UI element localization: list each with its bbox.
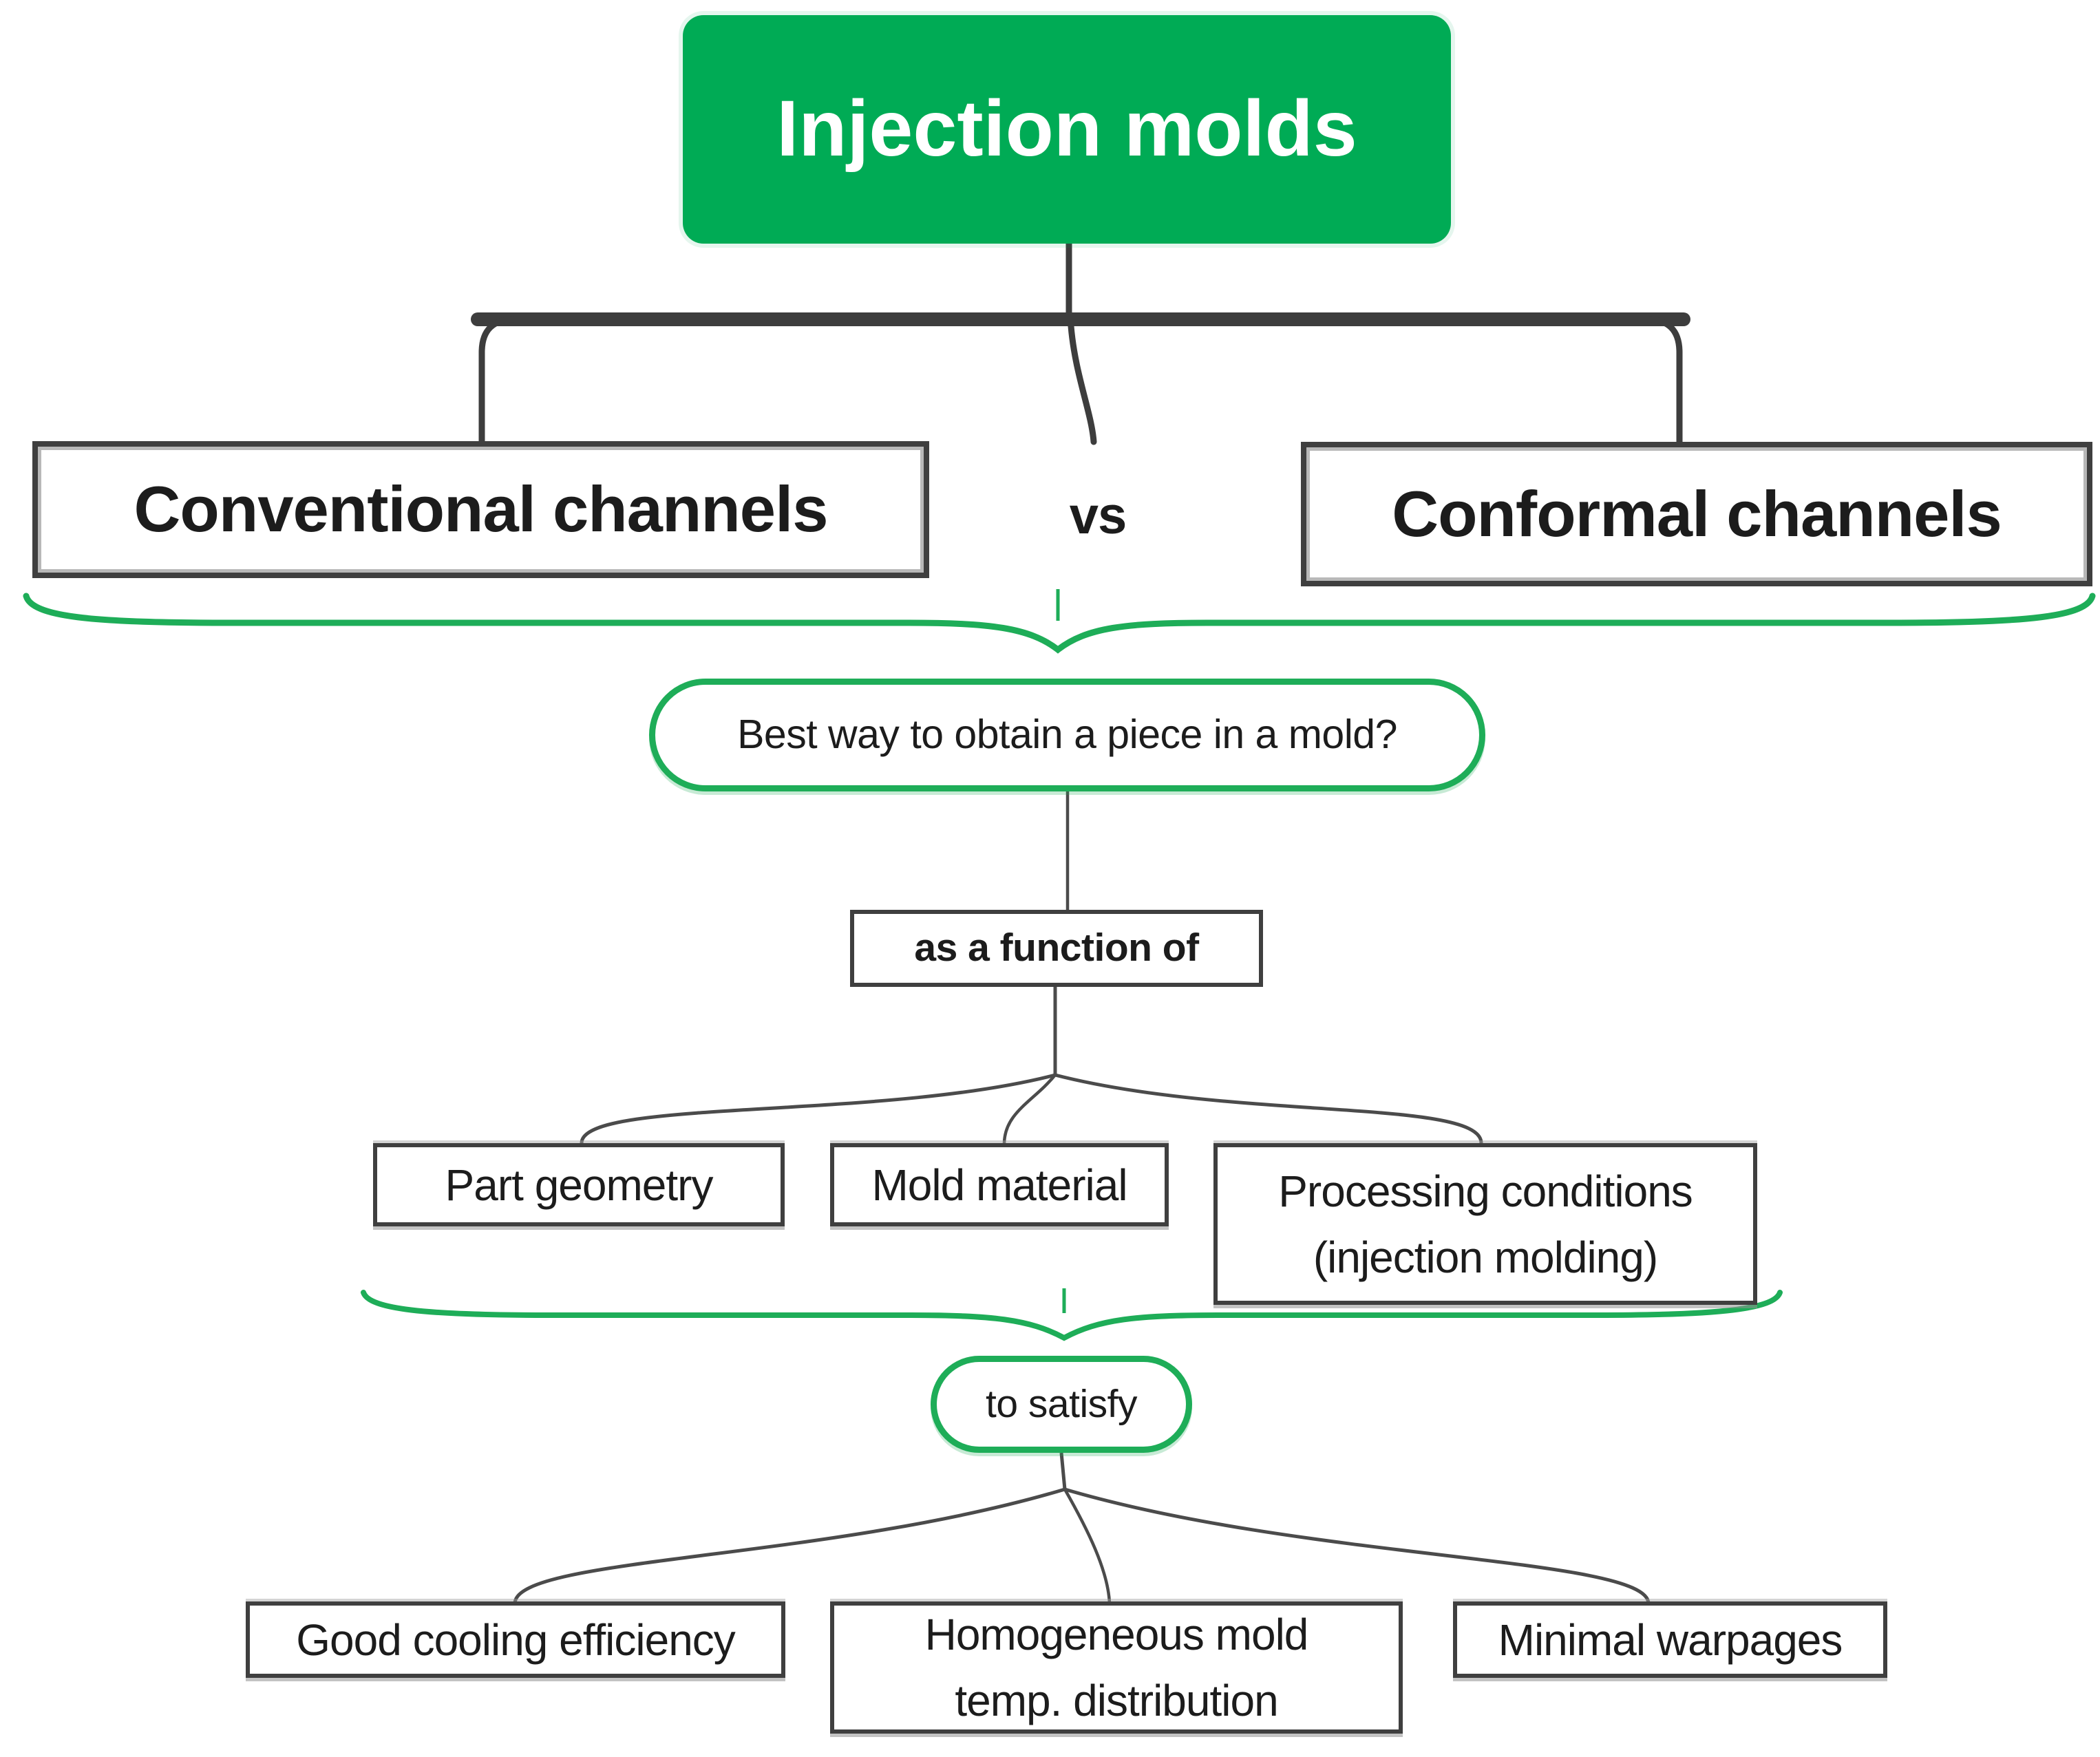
factor-processing-conditions-label2: (injection molding) (1313, 1232, 1658, 1282)
criterion-good-cooling-label: Good cooling efficiency (296, 1615, 736, 1665)
factor-mold-material-label: Mold material (871, 1160, 1127, 1210)
question-pill-label: Best way to obtain a piece in a mold? (737, 712, 1397, 758)
function-of-node: as a function of (850, 910, 1263, 987)
conformal-channels-label: Conformal channels (1392, 477, 2002, 550)
question-pill: Best way to obtain a piece in a mold? (649, 679, 1485, 791)
factor-mold-material: Mold material (830, 1143, 1169, 1226)
conventional-channels-label: Conventional channels (134, 473, 829, 546)
criterion-good-cooling: Good cooling efficiency (246, 1601, 785, 1678)
factor-part-geometry-label: Part geometry (445, 1160, 714, 1210)
factor-processing-conditions: Processing conditions (injection molding… (1213, 1143, 1757, 1305)
criterion-homogeneous-temp-label: Homogeneous mold (924, 1610, 1309, 1659)
criterion-homogeneous-temp-label2: temp. distribution (955, 1676, 1278, 1725)
branch-part-geometry (580, 1073, 1056, 1144)
factor-part-geometry: Part geometry (373, 1143, 785, 1226)
split-bracket-line (478, 316, 1683, 454)
vs-label: vs (1069, 487, 1127, 545)
root-node-label: Injection molds (776, 85, 1357, 173)
branch-mold-material (1002, 1074, 1057, 1144)
conventional-channels-node: Conventional channels (32, 441, 929, 578)
function-of-label: as a function of (914, 926, 1199, 970)
criterion-minimal-warpages-label: Minimal warpages (1498, 1615, 1843, 1665)
branch-good-cooling (513, 1487, 1065, 1604)
factor-processing-conditions-label: Processing conditions (1278, 1166, 1693, 1216)
satisfy-pill: to satisfy (931, 1356, 1192, 1453)
satisfy-pill-label: to satisfy (986, 1381, 1137, 1426)
criterion-minimal-warpages: Minimal warpages (1453, 1601, 1887, 1678)
branch-processing-conditions (1054, 1073, 1483, 1144)
criterion-homogeneous-temp: Homogeneous mold temp. distribution (830, 1601, 1403, 1734)
conformal-channels-node: Conformal channels (1301, 442, 2092, 586)
center-stub-line (1068, 323, 1097, 445)
root-node: Injection molds (683, 15, 1451, 244)
satisfy-stem-line (1059, 1452, 1067, 1490)
brace-middle (361, 1290, 1783, 1341)
brace-top (23, 593, 2096, 654)
branch-minimal-warpages (1064, 1487, 1651, 1604)
branch-homogeneous-temp (1063, 1488, 1112, 1604)
